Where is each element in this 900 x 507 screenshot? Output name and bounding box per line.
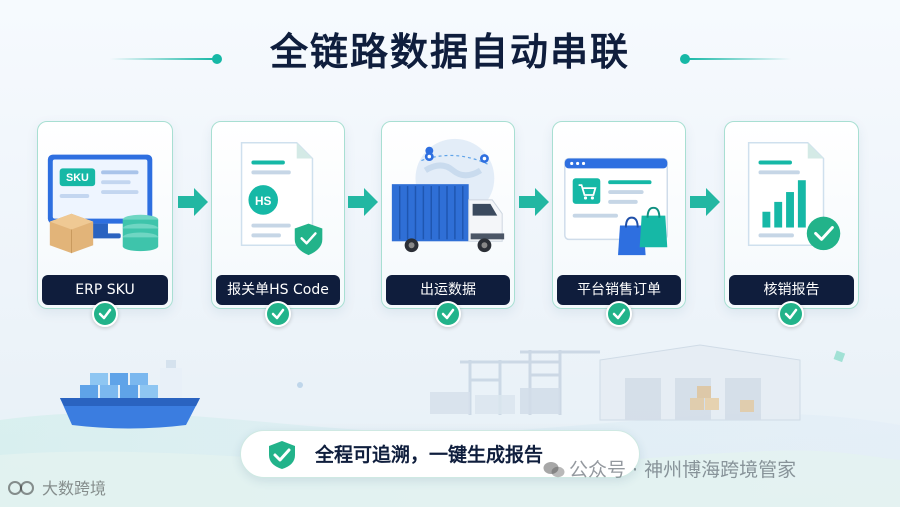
report-document-icon	[747, 142, 841, 251]
flow-arrow-icon	[178, 188, 208, 216]
page-title: 全链路数据自动串联	[269, 30, 630, 74]
wechat-icon	[543, 462, 565, 478]
wechat-watermark-text: 公众号 · 神州博海跨境管家	[569, 459, 797, 481]
container-stack-illustration	[430, 388, 560, 414]
check-icon	[435, 301, 461, 327]
step-card-hs-code: HS 报关单HS Code	[211, 121, 345, 309]
title-decoration-dot-left	[212, 54, 222, 64]
brand-watermark: 大数跨境	[8, 476, 106, 502]
brand-logo-icon	[8, 481, 34, 495]
shipping-truck-globe-icon	[391, 138, 505, 253]
title-bar: 全链路数据自动串联	[0, 22, 900, 82]
hs-badge-text: HS	[255, 194, 272, 208]
erp-monitor-icon: SKU	[47, 154, 159, 254]
customs-document-icon: HS	[240, 142, 323, 256]
warehouse-illustration	[599, 344, 801, 421]
shield-check-icon	[269, 441, 295, 469]
banner-text: 全程可追溯，一键生成报告	[315, 444, 544, 466]
step-label-erp-sku: ERP SKU	[42, 275, 168, 305]
wechat-watermark: 公众号 · 神州博海跨境管家	[543, 456, 796, 484]
title-decoration-line-left	[110, 58, 215, 60]
step-card-sales-orders: 平台销售订单	[552, 121, 686, 309]
step-label-hs-code: 报关单HS Code	[216, 275, 340, 305]
step-label-verification-report: 核销报告	[729, 275, 854, 305]
check-icon	[606, 301, 632, 327]
step-card-verification-report: 核销报告	[724, 121, 859, 309]
flow-arrow-icon	[348, 188, 378, 216]
title-decoration-dot-right	[680, 54, 690, 64]
check-icon	[778, 301, 804, 327]
check-icon	[265, 301, 291, 327]
step-label-shipping-data: 出运数据	[386, 275, 510, 305]
step-card-shipping-data: 出运数据	[381, 121, 515, 309]
cargo-ship-illustration	[60, 360, 200, 429]
step-card-erp-sku: SKU ERP SKU	[37, 121, 173, 309]
flow-arrow-icon	[690, 188, 720, 216]
step-label-sales-orders: 平台销售订单	[557, 275, 681, 305]
flow-arrow-icon	[519, 188, 549, 216]
ecommerce-order-icon	[564, 157, 669, 256]
port-crane-illustration	[460, 350, 600, 415]
title-decoration-line-right	[686, 58, 791, 60]
traceability-banner: 全程可追溯，一键生成报告	[240, 430, 640, 478]
check-icon	[92, 301, 118, 327]
brand-watermark-text: 大数跨境	[42, 479, 107, 498]
sku-badge-text: SKU	[66, 172, 89, 184]
